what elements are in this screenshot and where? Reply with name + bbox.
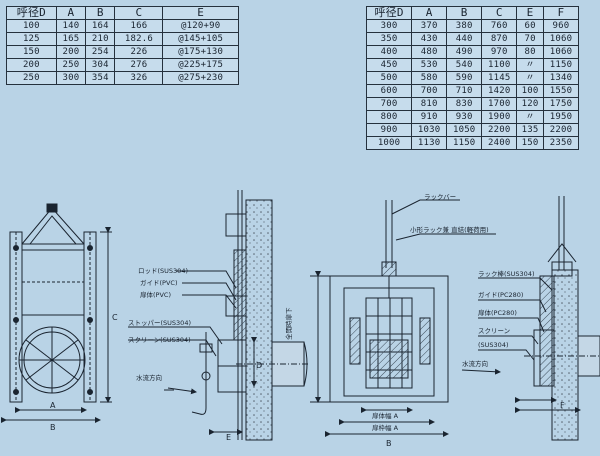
- front-view-large-gate: [310, 199, 496, 437]
- table-cell: 300: [55, 71, 87, 85]
- label-rack-bar: ラックバー: [424, 193, 456, 201]
- label-bottom-1: 扉体幅 A: [372, 411, 399, 420]
- label-screen-large: スクリーン: [478, 327, 510, 335]
- dim-e-label: E: [226, 433, 231, 442]
- side-view-large-gate: [461, 196, 600, 441]
- label-flow-left: 水流方向: [136, 373, 162, 382]
- label-rack-rod: ラック棒(SUS304): [478, 269, 535, 278]
- table-cell: 250: [6, 71, 57, 85]
- label-gate-small: 扉体(PVC): [140, 290, 171, 299]
- label-bottom-3: B: [386, 439, 392, 448]
- label-rod: ロッド(SUS304): [138, 267, 188, 275]
- label-guide-large: ガイド(PC280): [478, 290, 523, 299]
- table-cell: 354: [85, 71, 116, 85]
- dim-c-label: C: [112, 313, 118, 322]
- table-cell: 1000: [365, 136, 413, 150]
- label-vertical-note: 全開時扉下: [284, 307, 293, 340]
- table-cell: @275+230: [162, 71, 239, 85]
- table-cell: 1060: [542, 32, 580, 46]
- dim-b-label: B: [50, 423, 56, 432]
- label-guide-small: ガイド(PVC): [140, 278, 177, 287]
- dim-d-label: D: [256, 361, 262, 370]
- side-view-small-gate: [128, 190, 308, 441]
- label-small-rack: 小形ラック兼 直結(軽荷用): [410, 225, 489, 234]
- label-screen-small: スクリーン(SUS304): [128, 336, 191, 344]
- label-screen-large-mat: (SUS304): [478, 341, 509, 349]
- label-flow-right: 水流方向: [462, 359, 488, 368]
- table-cell: 970: [481, 45, 518, 59]
- dim-f-label: F: [560, 401, 565, 410]
- table-cell: 150: [516, 136, 544, 150]
- table-cell: 326: [114, 71, 164, 85]
- label-stopper: ストッパー(SUS304): [128, 319, 191, 327]
- front-view-small-gate: [1, 203, 112, 423]
- table-cell: 2400: [481, 136, 518, 150]
- label-gate-large: 扉体(PC280): [478, 308, 517, 317]
- label-bottom-2: 扉枠幅 A: [372, 423, 399, 432]
- table-cell: 2350: [542, 136, 580, 150]
- dim-a-label: A: [50, 401, 56, 410]
